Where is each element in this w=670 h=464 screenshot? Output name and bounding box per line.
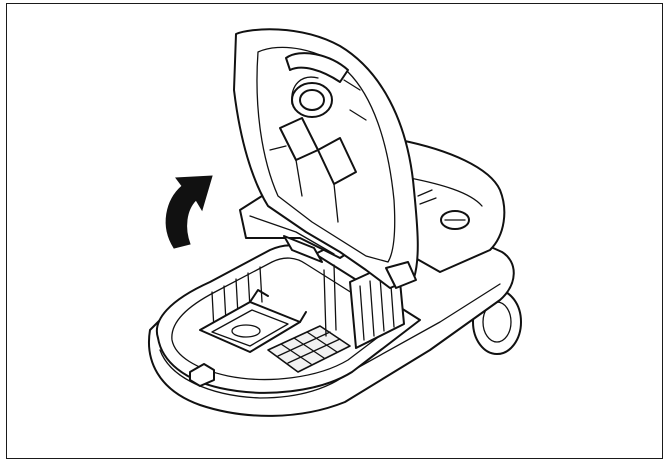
curved-arrow-up-icon [165,175,213,249]
filter-grid [267,325,351,373]
rear-housing [399,139,506,273]
bag-holder [189,289,307,387]
compartment-lid [233,28,419,289]
